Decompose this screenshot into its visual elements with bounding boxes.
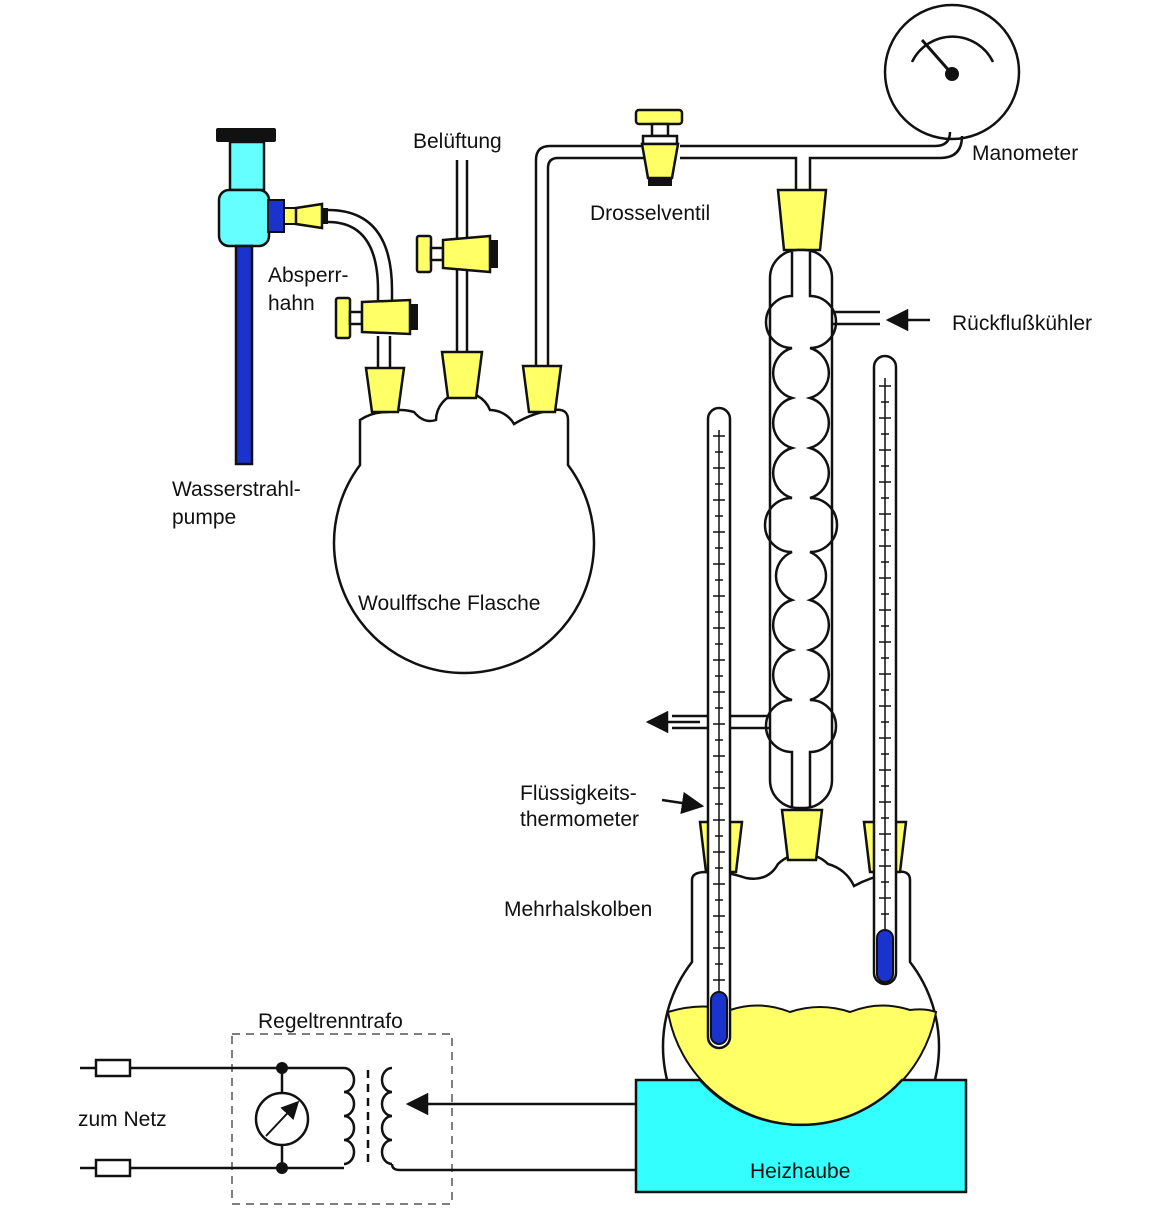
wasserstrahlpumpe-label-1: Wasserstrahl- xyxy=(172,478,301,501)
mehrhalskolben-label: Mehrhalskolben xyxy=(504,898,652,921)
fluessigkeitsthermometer xyxy=(706,406,732,1050)
regeltrenntrafo-label: Regeltrenntrafo xyxy=(258,1010,403,1033)
thermometer-arrow xyxy=(661,791,705,815)
rueckflusskuehler-label: Rückflußkühler xyxy=(952,312,1092,335)
absperrhahn-label-2: hahn xyxy=(268,292,315,315)
drosselventil-label: Drosselventil xyxy=(590,202,710,225)
belueftung-label: Belüftung xyxy=(413,130,502,153)
heizhaube xyxy=(634,1078,968,1194)
heizhaube-label: Heizhaube xyxy=(750,1160,850,1183)
junction-dot-bottom xyxy=(276,1162,288,1174)
wasserstrahlpumpe-label-2: pumpe xyxy=(172,506,236,529)
pump-hose xyxy=(327,208,394,300)
dampfthermometer xyxy=(872,354,898,986)
junction-dot-top xyxy=(276,1062,288,1074)
manometer xyxy=(883,3,1021,141)
drosselventil-valve xyxy=(634,108,684,186)
manometer-label: Manometer xyxy=(972,142,1078,165)
woulffsche-flasche xyxy=(332,350,596,675)
circuit xyxy=(80,1066,636,1172)
absperrhahn-label-1: Absperr- xyxy=(268,264,349,287)
wasserstrahlpumpe xyxy=(216,128,328,466)
fluessigkeitsthermometer-label-1: Flüssigkeits- xyxy=(520,782,637,805)
vacuum-line xyxy=(534,131,964,365)
fluessigkeitsthermometer-label-2: thermometer xyxy=(520,808,639,831)
belueftung-stopcock xyxy=(415,234,498,274)
rueckflusskuehler xyxy=(672,188,880,810)
absperrhahn-stopcock xyxy=(334,296,418,340)
voltmeter xyxy=(254,1091,310,1147)
zum-netz-label: zum Netz xyxy=(78,1108,167,1131)
woulffsche-flasche-label: Woulffsche Flasche xyxy=(358,592,540,615)
fuse-top xyxy=(94,1058,132,1078)
fuse-bottom xyxy=(94,1158,132,1178)
